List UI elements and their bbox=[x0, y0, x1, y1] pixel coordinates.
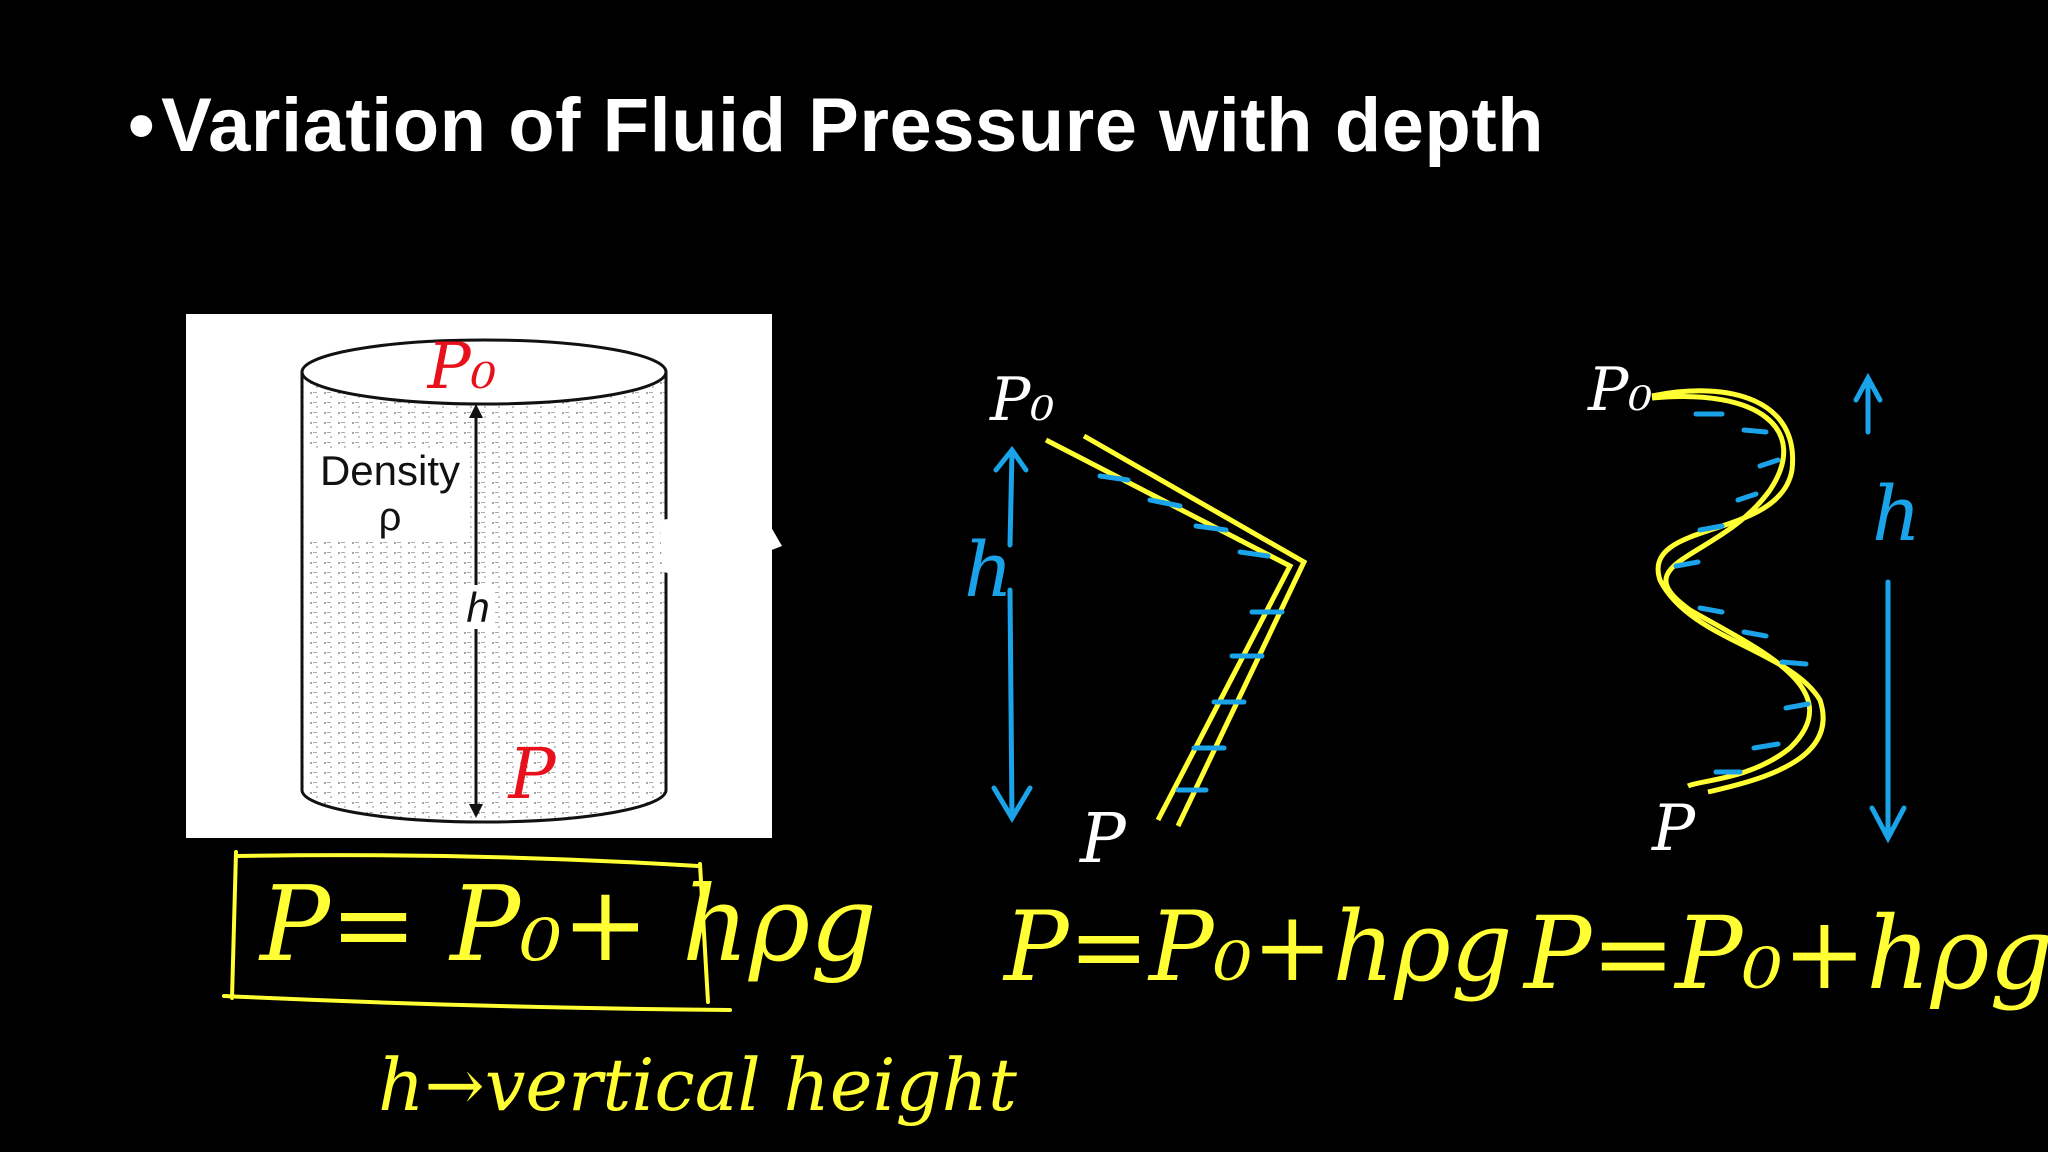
formula-1-box bbox=[222, 850, 732, 1012]
title-text: Variation of Fluid Pressure with depth bbox=[161, 83, 1545, 168]
cylinder-height-label: h bbox=[466, 584, 489, 631]
wavy-tube-outer-wall bbox=[1651, 388, 1826, 795]
bent-tube-outer-wall bbox=[1082, 433, 1308, 828]
bent-tube-top-label: P₀ bbox=[989, 365, 1054, 435]
bent-tube-height-arrow bbox=[991, 445, 1033, 823]
bent-tube-figure: h P₀ P P=P₀+hρg bbox=[964, 365, 1512, 1003]
wavy-tube-top-label: P₀ bbox=[1587, 355, 1652, 425]
cylinder-figure: Density ρ h P₀ P bbox=[186, 314, 772, 838]
bent-tube-bottom-label: P bbox=[1078, 800, 1127, 879]
formula-1: P= P₀+ hρg bbox=[258, 863, 877, 985]
cylinder-bottom-pressure-label: P bbox=[506, 733, 557, 815]
cylinder-top-pressure-label: P₀ bbox=[427, 330, 497, 404]
wavy-tube-inner-wall bbox=[1651, 394, 1813, 789]
density-label: Density bbox=[320, 447, 460, 494]
formula-1-group: P= P₀+ hρg h→vertical height bbox=[222, 850, 1018, 1127]
bent-tube-fluid-marks bbox=[1097, 473, 1285, 793]
bent-tube-formula: P=P₀+hρg bbox=[1002, 891, 1512, 1003]
bent-tube-inner-wall bbox=[1044, 437, 1294, 822]
height-label-backing bbox=[458, 585, 494, 629]
height-arrow-down bbox=[469, 804, 483, 818]
wavy-tube-height-label: h bbox=[1872, 469, 1921, 558]
wavy-tube-formula: P=P₀+hρg bbox=[1522, 895, 2048, 1012]
title-bullet: • bbox=[128, 83, 156, 168]
slide-title: •Variation of Fluid Pressure with depth bbox=[128, 82, 1544, 169]
formula-1-note: h→vertical height bbox=[378, 1043, 1018, 1127]
cylinder-bottom bbox=[300, 789, 668, 824]
white-mark bbox=[660, 508, 782, 578]
wavy-tube-bottom-label: P bbox=[1651, 792, 1696, 866]
height-arrow-up bbox=[469, 404, 483, 418]
wavy-tube-height-arrow bbox=[1853, 372, 1907, 844]
wavy-tube-figure: h P₀ P P=P₀+hρg bbox=[1522, 355, 2048, 1012]
bent-tube-height-label: h bbox=[964, 525, 1013, 614]
density-symbol: ρ bbox=[379, 495, 402, 539]
density-label-backing bbox=[310, 450, 470, 540]
wavy-tube-fluid-marks bbox=[1673, 411, 1811, 775]
